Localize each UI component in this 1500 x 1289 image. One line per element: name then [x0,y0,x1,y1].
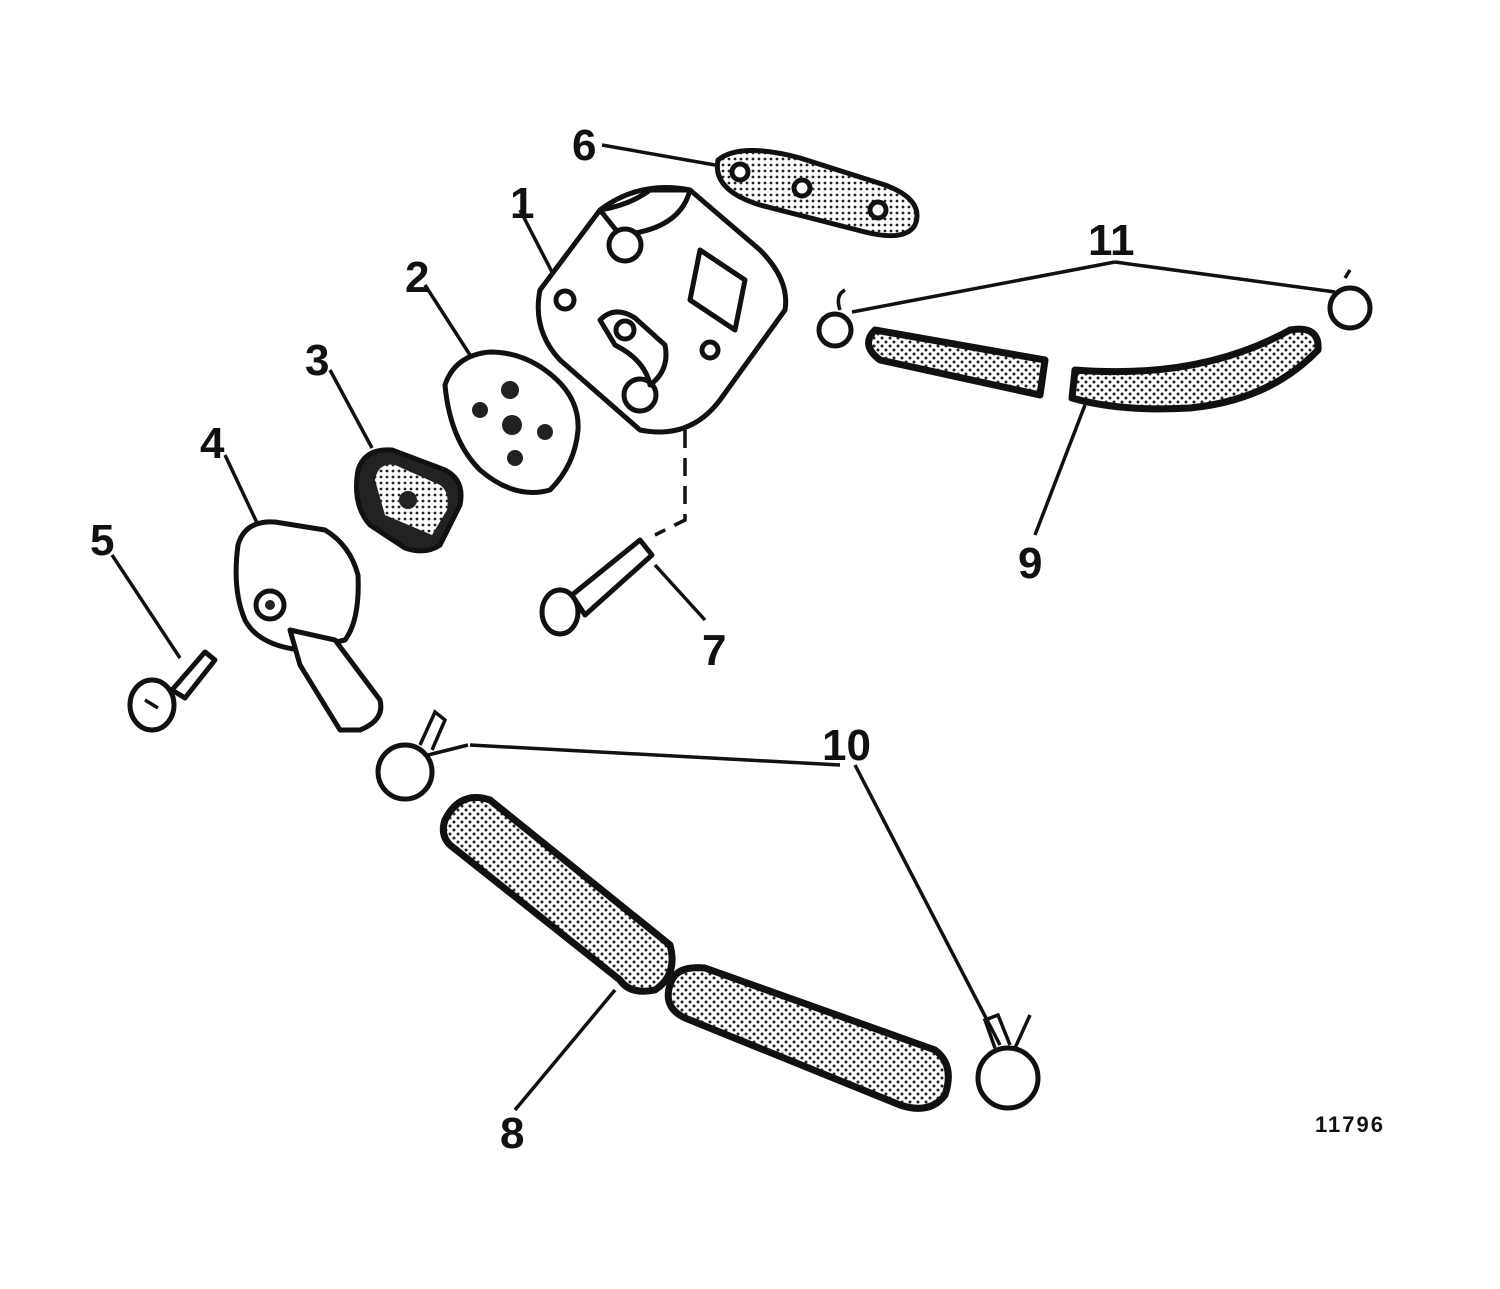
callout-7: 7 [702,626,726,675]
part-8-hose [439,794,952,1112]
leader-lines [110,143,1336,1112]
part-2-diaphragm [442,349,581,495]
part-1-pump-body [535,185,789,435]
callout-4: 4 [200,419,225,468]
part-6-gasket [714,148,920,239]
callout-8: 8 [500,1109,524,1158]
callout-3: 3 [305,336,329,385]
callout-6: 6 [572,121,596,170]
callout-1: 1 [510,179,534,228]
part-3-gasket [354,447,464,554]
part-9-hose [865,325,1322,413]
figure-number: 11796 [1315,1112,1385,1137]
callout-2: 2 [405,253,429,302]
callout-5: 5 [90,516,114,565]
callout-11: 11 [1088,216,1135,265]
part-7-screw [539,430,687,637]
callout-10: 10 [822,721,871,770]
part-11-clamps [816,269,1373,349]
part-4-cover [233,519,384,733]
part-5-screw [127,649,218,733]
part-10-clamps [375,709,1041,1111]
callout-9: 9 [1018,539,1042,588]
